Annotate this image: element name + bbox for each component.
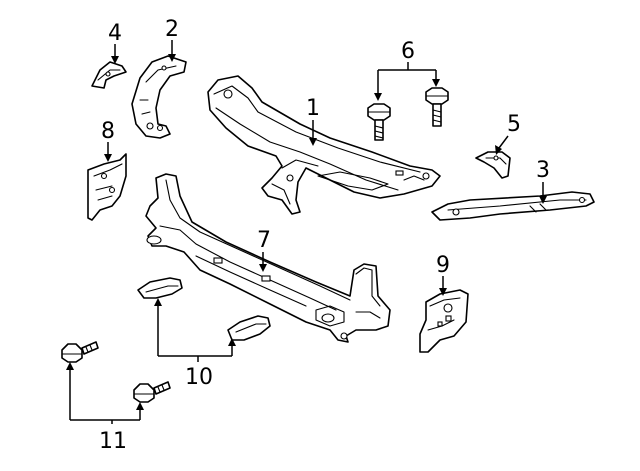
- part-1-upper-tie-bar: [207, 75, 441, 215]
- callout-11: 11: [99, 429, 127, 454]
- callout-4: 4: [108, 21, 122, 46]
- callout-9: 9: [436, 253, 450, 278]
- part-6-bolt-right: [425, 87, 449, 127]
- part-5-small-bracket: [475, 151, 511, 179]
- part-4-small-bracket: [91, 61, 127, 89]
- callout-3: 3: [536, 158, 550, 183]
- part-9-side-bracket: [419, 289, 469, 353]
- part-11-bolt-upper: [61, 341, 99, 363]
- callout-7: 7: [257, 228, 271, 253]
- callout-1: 1: [306, 96, 320, 121]
- part-3-deflector: [431, 191, 595, 221]
- part-7-lower-support: [145, 173, 391, 343]
- callout-5: 5: [507, 112, 521, 137]
- callout-10: 10: [185, 365, 213, 390]
- part-8-side-bracket: [87, 153, 127, 221]
- callout-6: 6: [401, 39, 415, 64]
- callout-2: 2: [165, 17, 179, 42]
- leader-lines: [66, 40, 547, 424]
- part-10-pad-left: [137, 277, 183, 299]
- part-10-pad-right: [227, 315, 271, 341]
- part-6-bolt-left: [367, 103, 391, 141]
- callout-8: 8: [101, 119, 115, 144]
- part-2-bracket: [131, 55, 187, 139]
- part-11-bolt-lower: [133, 381, 171, 403]
